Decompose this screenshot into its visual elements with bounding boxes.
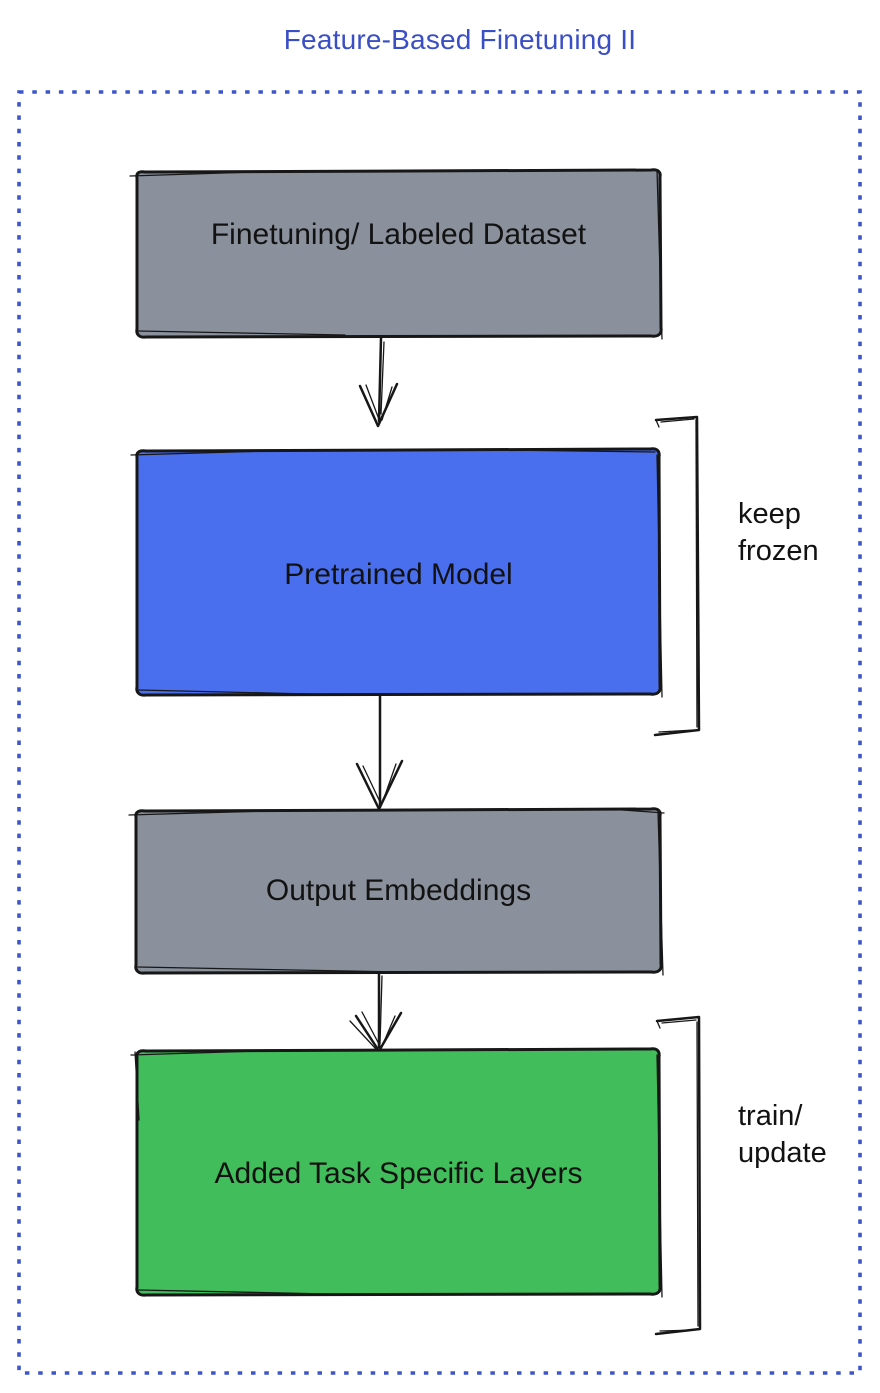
sketch-accent — [130, 449, 663, 698]
diagram-title: Feature-Based Finetuning II — [283, 24, 637, 55]
bracket-train-update — [654, 1015, 702, 1336]
arrow-shaft-sketch — [380, 341, 385, 415]
bracket-stroke — [654, 1015, 702, 1336]
node-output-embeddings-shape — [134, 807, 663, 975]
annotation-line: train/ — [738, 1100, 803, 1132]
bracket-sketch — [655, 418, 698, 733]
annotation-train-update: train/ update — [738, 1098, 827, 1172]
annotation-line: keep — [738, 498, 801, 530]
bracket-keep-frozen — [653, 415, 701, 737]
bracket-sketch — [656, 1019, 699, 1332]
sketch-accent — [128, 808, 665, 976]
dashed-frame — [17, 90, 862, 1375]
arrow-shaft — [377, 336, 383, 423]
edge-arrow-model-to-embeddings — [355, 693, 404, 811]
annotation-keep-frozen: keep frozen — [738, 496, 819, 570]
annotation-line: frozen — [738, 535, 819, 567]
node-pretrained-model-shape — [135, 447, 662, 697]
sketch-accent — [130, 1049, 663, 1298]
edge-arrow-embeddings-to-layers — [349, 971, 403, 1053]
sketch-accent — [129, 169, 663, 340]
arrow-head-sketch — [362, 763, 397, 805]
annotation-line: update — [738, 1137, 827, 1169]
arrow-shaft-sketch — [379, 975, 383, 1045]
node-pretrained-model — [130, 447, 663, 698]
node-task-specific-layers — [130, 1047, 663, 1298]
edge-arrow-dataset-to-model — [358, 336, 399, 428]
node-finetuning-dataset-shape — [135, 168, 663, 339]
arrow-head — [358, 382, 399, 428]
arrow-head-sketch — [349, 1011, 396, 1050]
arrow-head-sketch — [365, 384, 393, 423]
node-output-embeddings — [128, 807, 665, 976]
node-task-specific-layers-shape — [135, 1047, 662, 1297]
bracket-stroke — [653, 415, 701, 737]
node-finetuning-dataset — [129, 168, 663, 340]
